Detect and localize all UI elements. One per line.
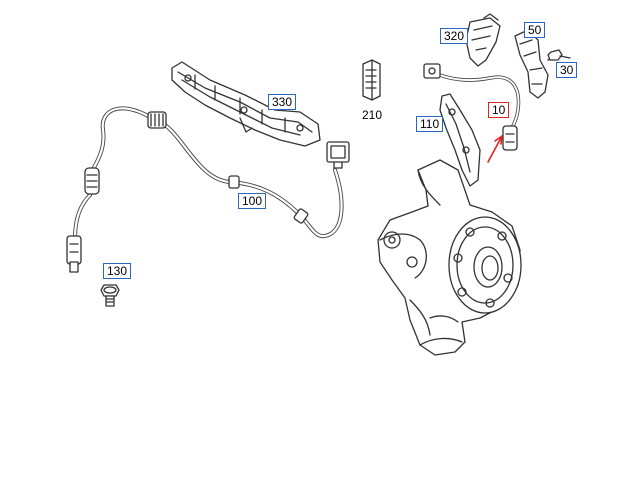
callout-100[interactable]: 100: [238, 193, 267, 209]
highlight-arrow: [487, 135, 503, 163]
sensor-cable-100: [66, 106, 350, 273]
shield-110: [439, 93, 481, 187]
wheel-hub: [448, 216, 522, 314]
label-210[interactable]: 210: [362, 108, 383, 122]
bracket-320: [465, 13, 501, 67]
bolt-130: [100, 284, 120, 307]
callout-30[interactable]: 30: [556, 62, 578, 78]
callout-50[interactable]: 50: [524, 22, 546, 38]
callout-110[interactable]: 110: [416, 116, 444, 132]
callout-320[interactable]: 320: [440, 28, 469, 44]
clip-210: [362, 59, 381, 101]
sensor-10: [423, 63, 521, 151]
callout-10[interactable]: 10: [488, 102, 510, 118]
callout-330[interactable]: 330: [268, 94, 297, 110]
bolt-30: [547, 49, 571, 61]
bracket-50: [514, 29, 557, 99]
callout-130[interactable]: 130: [103, 263, 132, 279]
bracket-330: [171, 61, 321, 147]
